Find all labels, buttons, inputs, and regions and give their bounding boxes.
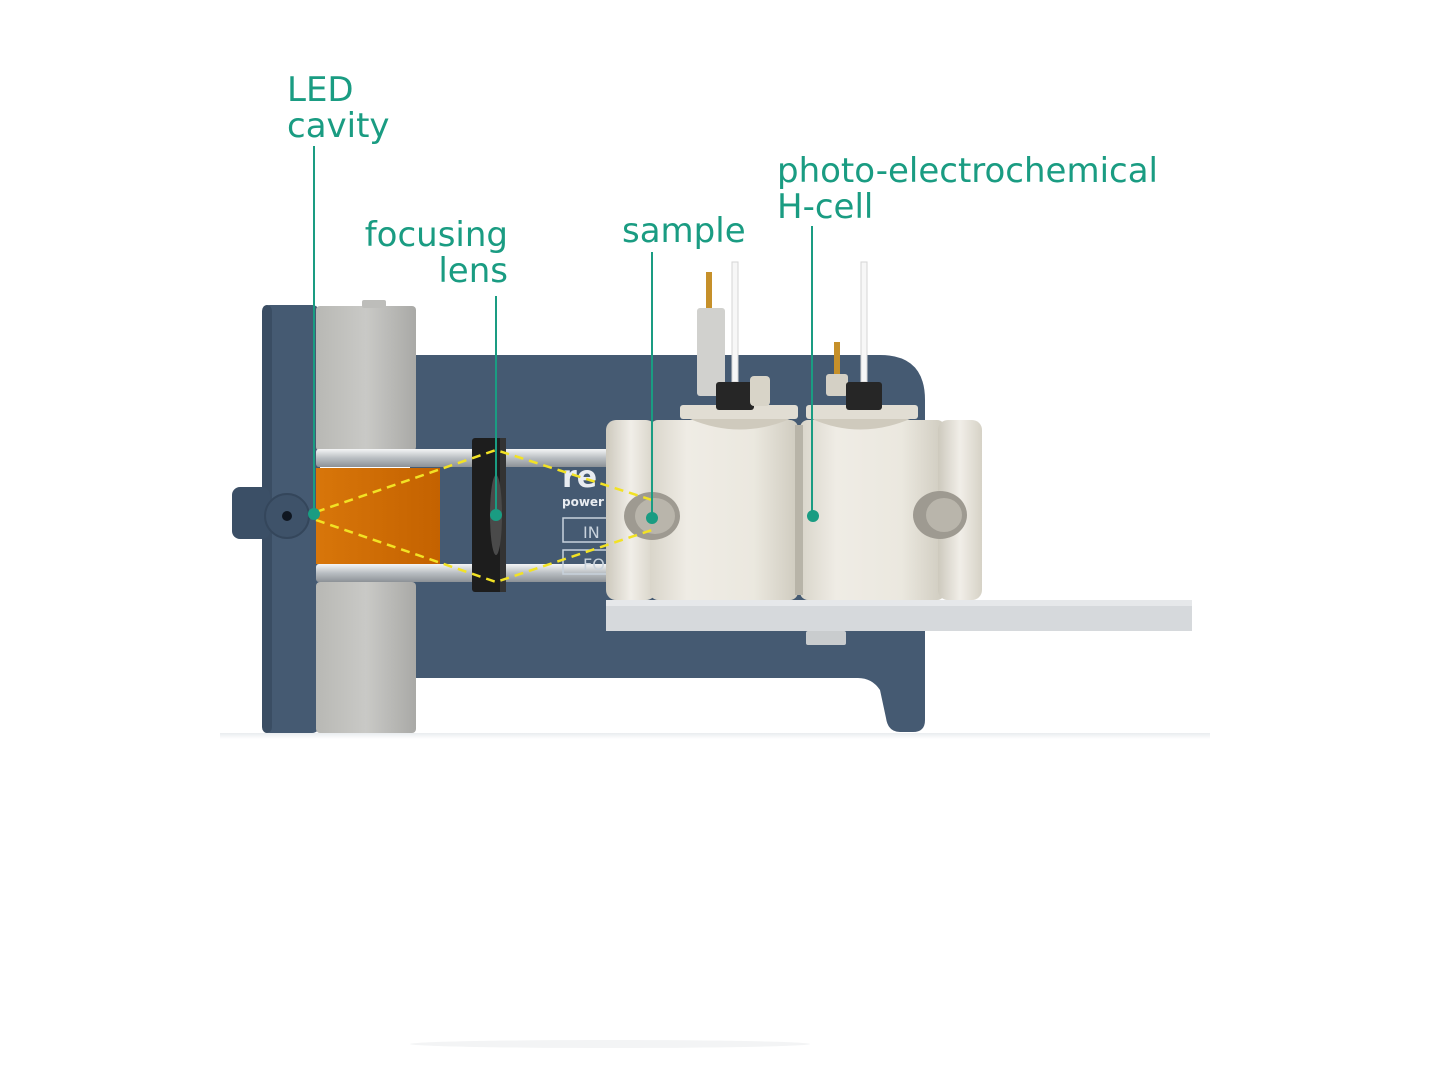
led-block-top-cap [362,300,386,308]
label-lens-line2: lens [438,251,508,291]
cell-lid-right [806,405,918,419]
label-hcell: photo-electrochemical H-cell [777,153,1158,225]
lens-holder-edge [500,438,506,592]
beam-lower [315,518,653,584]
led-block-top [316,306,416,451]
electrode-holder-left [697,308,725,396]
label-led-line2: cavity [287,106,390,146]
electrode-port-left [750,376,770,406]
cell-lid-shadow-left [690,419,790,430]
electrode-cap-left [716,382,754,410]
cell-body-left [650,420,798,600]
led-glow [316,468,440,564]
hcell-marker-dot [807,510,819,522]
light-beam [315,448,653,584]
hcell-window-right-inner [926,498,962,532]
panel-tag-1: IN [583,523,600,542]
led-port-hole [282,511,292,521]
electrode-pin-right [834,342,840,388]
label-sample: sample [622,213,746,249]
electrode-cap-right [846,382,882,410]
side-knob [232,487,270,539]
label-led-line1: LED [287,70,354,110]
leader-lines [313,146,813,517]
rail-rod-top [316,449,612,467]
panel-subtext: power [562,495,604,509]
label-hcell-line1: photo-electrochemical [777,151,1159,191]
cell-lid-shadow-right [812,419,910,430]
rail-rod-bottom [316,564,612,582]
base-plate-top [606,600,1192,606]
led-marker-dot [308,508,320,520]
floor-shadow [220,733,1210,739]
cell-body-right [800,420,945,600]
electrode-holder-right [826,374,848,396]
electrode-wire-right [860,261,868,383]
cell-lid-left [680,405,798,419]
electrode-pin-left [706,272,712,308]
label-led-cavity: LED cavity [287,72,390,144]
lens-marker-dot [490,509,502,521]
panel-tag-2: FO [583,555,605,574]
sample-marker-dot [646,512,658,524]
label-focusing-lens: focusing lens [365,217,508,289]
led-block-bottom [316,582,416,733]
cell-junction [795,425,803,595]
floor-reflection [410,1040,810,1048]
beam-upper [315,448,653,514]
label-lens-line1: focusing [364,215,508,255]
plate-bolt [806,631,846,645]
label-sample-line1: sample [622,211,746,251]
label-hcell-line2: H-cell [777,187,874,227]
electrode-wire-left [731,261,739,383]
